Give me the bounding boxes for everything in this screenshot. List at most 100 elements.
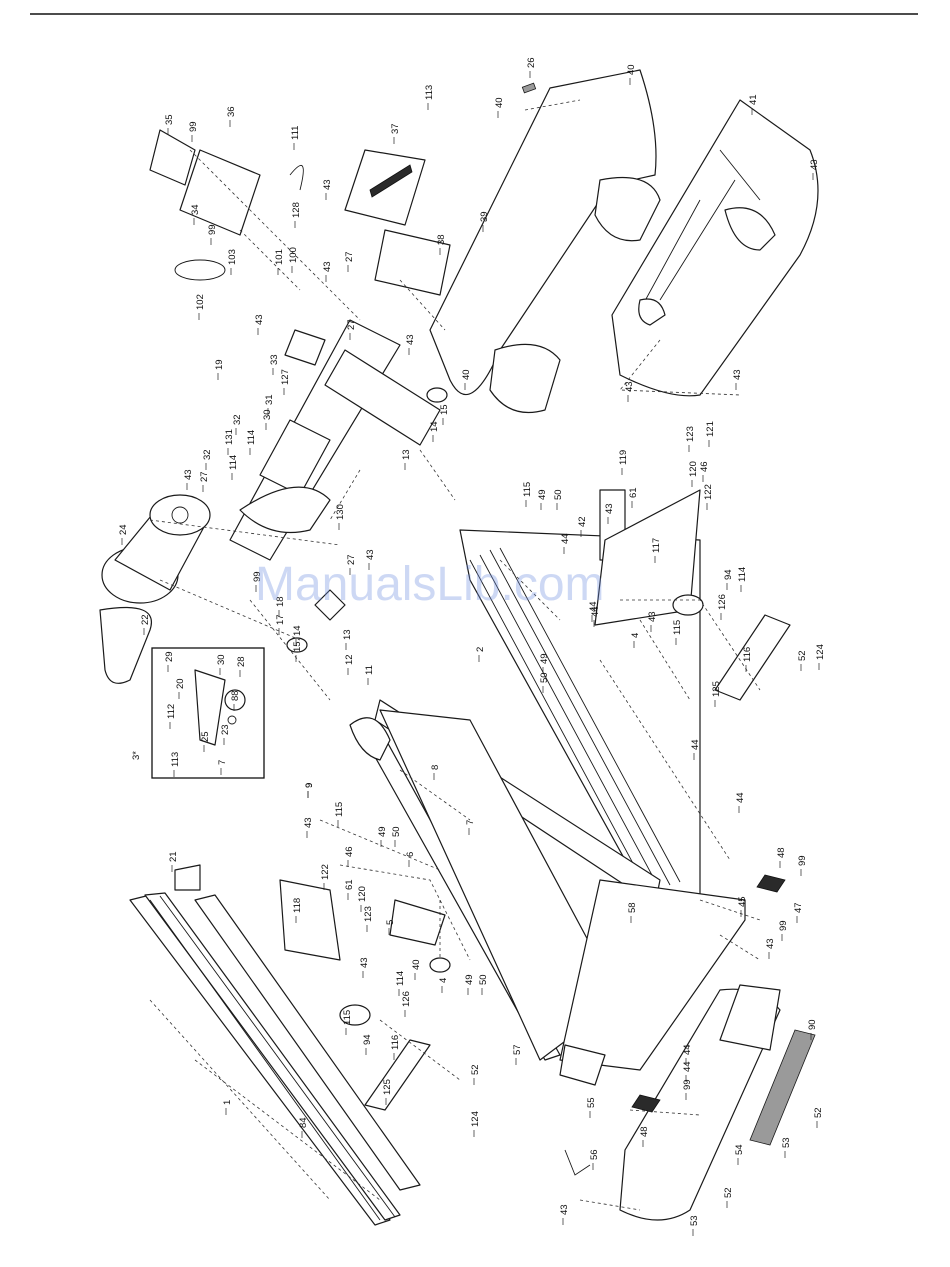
part-number-label: 120	[357, 886, 368, 902]
part-number-label: 21	[168, 851, 179, 862]
frame-assembly	[229, 319, 441, 621]
part-number-label: 43	[303, 817, 314, 828]
part-number-label: 124	[815, 644, 826, 660]
part-number-label: 6	[405, 852, 416, 857]
inset-box	[151, 647, 265, 779]
part-number-label: 27	[346, 554, 357, 565]
part-number-label: 45	[737, 896, 748, 907]
part-number-label: 43	[254, 314, 265, 325]
part-number-label: 120	[688, 461, 699, 477]
part-number-label: 50	[391, 826, 402, 837]
part-number-label: 40	[461, 369, 472, 380]
part-number-label: 7	[217, 760, 228, 765]
part-number-label: 46	[344, 846, 355, 857]
part-number-label: 61	[628, 487, 639, 498]
part-number-label: 14	[429, 421, 440, 432]
part-number-label: 49	[537, 489, 548, 500]
part-number-label: 127	[280, 369, 291, 385]
part-number-label: 114	[737, 567, 748, 582]
part-number-label: 50	[478, 974, 489, 985]
drive-motor	[101, 494, 211, 604]
part-number-label: 38	[436, 234, 447, 245]
part-number-label: 99	[207, 224, 218, 235]
part-number-label: 48	[639, 1126, 650, 1137]
part-number-label: 99	[797, 855, 808, 866]
part-number-label: 43	[183, 469, 194, 480]
part-number-label: 57	[512, 1044, 523, 1055]
part-number-label: 43	[322, 261, 333, 272]
side-rail-right	[559, 879, 746, 1071]
part-number-label: 52	[797, 650, 808, 661]
part-number-label: 4	[438, 978, 449, 983]
part-number-label: 121	[705, 421, 716, 437]
part-number-label: 39	[479, 211, 490, 222]
part-number-label: 2	[475, 647, 486, 652]
part-number-label: 44	[682, 1061, 693, 1072]
rear-hood	[619, 984, 781, 1221]
part-number-label: 9	[304, 783, 315, 788]
part-number-label: 44	[690, 739, 701, 750]
part-number-label: 99	[188, 121, 199, 132]
part-number-label: 43	[604, 503, 615, 514]
small-parts	[149, 129, 791, 1176]
drive-belt	[99, 606, 152, 684]
part-number-label: 46	[699, 461, 710, 472]
part-number-label: 52	[723, 1187, 734, 1198]
part-number-label: 49	[464, 974, 475, 985]
part-number-label: 40	[626, 64, 637, 75]
part-number-label: 13	[342, 629, 353, 640]
part-number-label: 112	[166, 704, 177, 719]
part-number-label: 32	[232, 414, 243, 425]
part-number-label: 44	[588, 601, 599, 612]
part-number-label: 44	[590, 606, 601, 617]
part-number-label: 43	[322, 179, 333, 190]
part-number-label: 52	[470, 1064, 481, 1075]
part-number-label: 94	[362, 1034, 373, 1045]
part-number-label: 9	[304, 783, 315, 788]
part-number-label: 27	[344, 251, 355, 262]
part-number-label: 103	[227, 249, 238, 265]
part-number-label: 28	[236, 656, 247, 667]
part-number-label: 115	[522, 482, 533, 497]
part-number-label: 4	[630, 633, 641, 638]
part-number-label: 119	[618, 450, 629, 465]
part-number-label: 20	[175, 678, 186, 689]
part-number-label: 94	[723, 569, 734, 580]
part-number-label: 17	[275, 614, 286, 625]
part-number-label: 43	[359, 957, 370, 968]
part-number-label: 44	[735, 792, 746, 803]
part-number-label: 1	[222, 1100, 233, 1105]
part-number-label: 102	[195, 294, 206, 310]
part-number-label: 43	[809, 159, 820, 170]
part-number-label: 55	[586, 1097, 597, 1108]
part-number-label: 29	[164, 651, 175, 662]
part-number-label: 58	[627, 902, 638, 913]
part-number-label: 47	[793, 902, 804, 913]
part-number-label: 100	[288, 247, 299, 263]
part-number-label: 13	[401, 449, 412, 460]
part-number-label: 43	[765, 938, 776, 949]
part-number-label: 34	[190, 204, 201, 215]
part-number-label: 32	[202, 449, 213, 460]
part-labels: 3599363499103102111128113402640374338394…	[118, 57, 826, 1236]
part-number-label: 40	[411, 959, 422, 970]
part-number-label: 53	[689, 1215, 700, 1226]
part-number-label: 44	[560, 533, 571, 544]
part-number-label: 48	[776, 847, 787, 858]
part-number-label: 43	[559, 1204, 570, 1215]
part-number-label: 113	[170, 752, 181, 767]
part-number-label: 118	[292, 898, 303, 913]
part-number-label: 40	[494, 97, 505, 108]
part-number-label: 99	[252, 571, 263, 582]
part-number-label: 27	[199, 471, 210, 482]
part-number-label: 56	[589, 1149, 600, 1160]
part-number-label: 44	[682, 1044, 693, 1055]
part-number-label: 35	[164, 114, 175, 125]
part-number-label: 124	[470, 1111, 481, 1127]
part-number-label: 53	[781, 1137, 792, 1148]
part-number-label: 42	[577, 516, 588, 527]
part-number-label: 113	[424, 85, 435, 100]
part-number-label: 122	[320, 864, 331, 880]
part-number-label: 114	[228, 455, 239, 470]
